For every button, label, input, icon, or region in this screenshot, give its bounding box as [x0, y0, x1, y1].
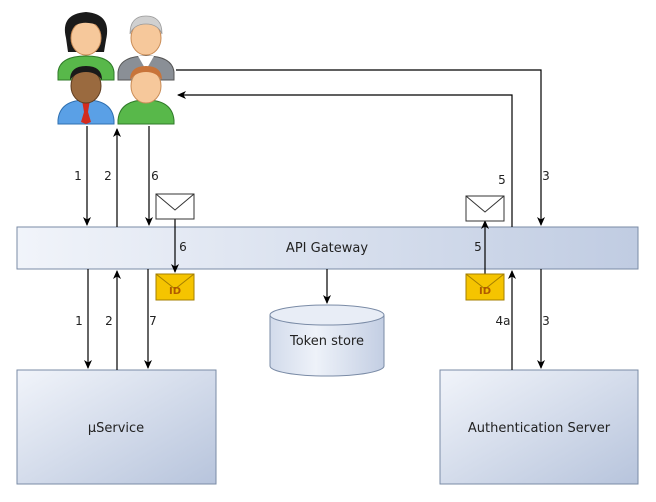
step-label: 5 — [498, 173, 506, 187]
id-token-badge: ID — [479, 286, 491, 297]
id-token-badge: ID — [169, 286, 181, 297]
edge-3-user-to-auth-route — [176, 69, 545, 226]
envelope-icon — [465, 195, 505, 222]
edge-5-auth-to-user-route — [177, 91, 513, 227]
users-group — [57, 12, 175, 125]
user-grey-hair-icon — [117, 15, 175, 81]
token-store-cylinder: Token store — [269, 304, 385, 377]
api-gateway-box: API Gateway — [16, 226, 639, 270]
step-label: 5 — [474, 240, 482, 254]
api-gateway-label: API Gateway — [286, 241, 368, 256]
auth-server-box: Authentication Server — [439, 369, 639, 485]
id-token-envelope-icon: ID — [155, 273, 195, 301]
step-label: 3 — [542, 314, 550, 328]
step-label: 7 — [149, 314, 157, 328]
step-label: 2 — [105, 314, 113, 328]
auth-server-label: Authentication Server — [468, 421, 611, 436]
step-label: 1 — [75, 314, 83, 328]
microservice-label: µService — [88, 421, 144, 436]
user-man-icon — [117, 66, 175, 125]
step-label: 2 — [104, 169, 112, 183]
envelope-icon — [155, 193, 195, 220]
step-label: 6 — [151, 169, 159, 183]
step-label: 6 — [179, 240, 187, 254]
step-label: 1 — [74, 169, 82, 183]
user-man-tie-icon — [57, 66, 115, 125]
step-label: 3 — [542, 169, 550, 183]
id-token-envelope-icon: ID — [465, 273, 505, 301]
step-label: 4a — [496, 314, 511, 328]
token-store-label: Token store — [289, 334, 364, 349]
microservice-box: µService — [16, 369, 217, 485]
